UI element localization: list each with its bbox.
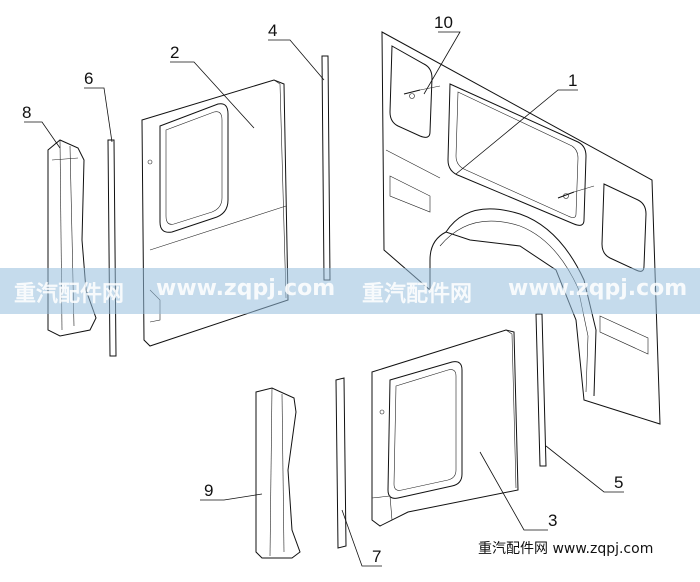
callout-9: 9 [204, 481, 213, 500]
part-10-screw [403, 85, 595, 199]
callout-6: 6 [84, 69, 93, 88]
leader-lines [24, 31, 624, 567]
callout-3: 3 [548, 511, 557, 530]
footer-watermark: 重汽配件网 www.zqpj.com [478, 541, 654, 557]
callout-8: 8 [22, 103, 31, 122]
callout-4: 4 [268, 21, 277, 40]
callout-7: 7 [372, 547, 381, 566]
part-3-door-panel [371, 329, 519, 527]
part-6-seal-strip [107, 139, 117, 357]
watermark-cn-left: 重汽配件网 [14, 282, 125, 307]
watermark-url-left: www.zqpj.com [156, 276, 336, 301]
part-4-seal [321, 55, 331, 281]
watermark-band [0, 268, 700, 314]
part-5-seal [535, 313, 547, 467]
part-7-seal [335, 377, 347, 549]
callout-5: 5 [614, 473, 623, 492]
callout-10: 10 [434, 13, 453, 32]
watermark-cn-right: 重汽配件网 [362, 282, 473, 307]
callout-2: 2 [170, 43, 179, 62]
part-1-rear-panel [381, 31, 661, 425]
part-9-pillar-trim [255, 387, 301, 559]
callout-1: 1 [568, 71, 577, 90]
watermark-url-right: www.zqpj.com [508, 276, 688, 301]
